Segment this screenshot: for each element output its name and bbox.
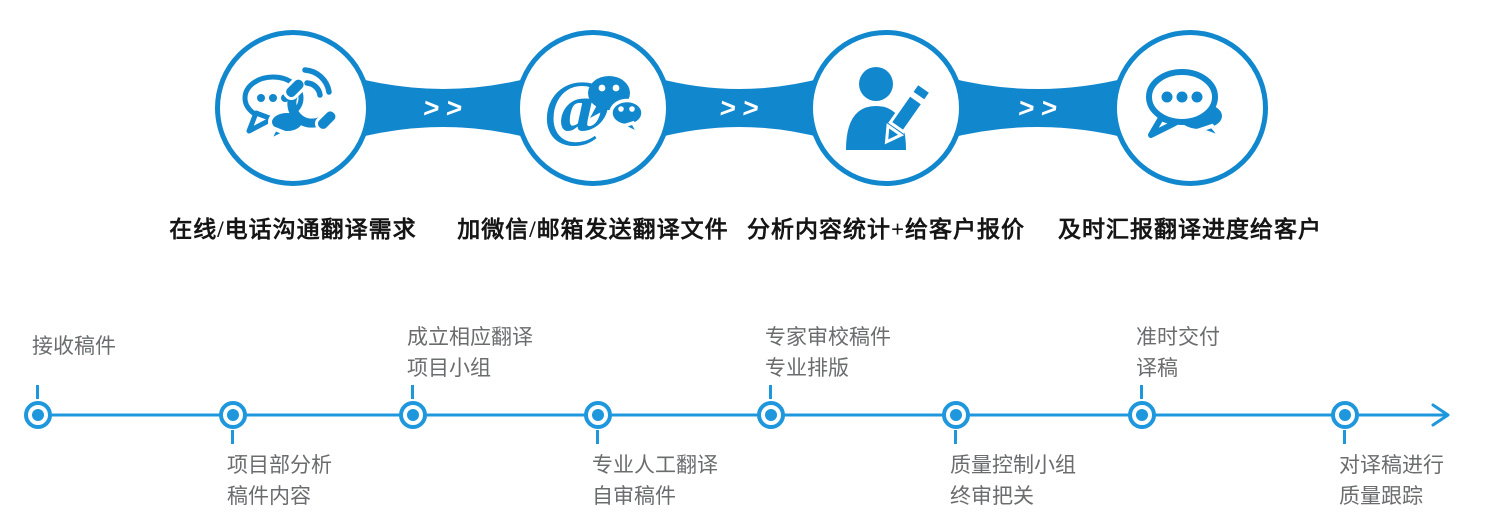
chevron-right-icon: >> [718,92,768,123]
timeline-node-2 [219,401,247,429]
timeline-node-6 [942,401,970,429]
flow-step-2-circle: @ [515,30,671,186]
timeline-tick [411,385,414,399]
timeline-label-line: 稿件内容 [227,485,311,508]
flow-step-4-label: 及时汇报翻译进度给客户 [1058,217,1322,242]
flow-step-2-label: 加微信/邮箱发送翻译文件 [457,217,729,242]
timeline-label-line: 质量控制小组 [950,454,1076,477]
timeline-tick [231,430,234,444]
timeline-label-line: 成立相应翻译 [407,326,533,349]
chevron-right-icon: >> [422,92,471,123]
timeline-tick [954,430,957,444]
node-dot [765,409,777,421]
timeline-label-line: 专业人工翻译 [592,454,718,477]
flow-step-1-label: 在线/电话沟通翻译需求 [169,217,417,242]
timeline-node-7 [1128,401,1156,429]
flow-step-1-circle [215,30,371,186]
connector-bone-shape [653,77,826,139]
timeline-label-7: 准时交付 译稿 [1136,322,1220,384]
timeline-node-4 [584,401,612,429]
connector-bone-shape [946,77,1130,139]
node-dot [227,409,239,421]
flow-connector-1: >> [353,77,533,139]
chat-bubbles-icon [1146,69,1229,143]
flow-connector-2: >> [653,77,826,139]
timeline-label-line: 项目部分析 [227,454,332,477]
timeline-label-6: 质量控制小组 终审把关 [950,450,1076,512]
flow-step-4-circle [1112,30,1268,186]
node-dot [32,409,44,421]
timeline-label-line: 项目小组 [407,357,491,380]
flow-connector-3: >> [946,77,1130,139]
node-dot [1136,409,1148,421]
flow-step-3-circle [808,30,964,186]
timeline-label-2: 项目部分析 稿件内容 [227,450,332,512]
timeline-label-line: 质量跟踪 [1339,485,1423,508]
timeline-label-line: 专业排版 [765,357,849,380]
timeline-tick [36,385,39,399]
timeline-label-line: 译稿 [1136,357,1178,380]
timeline-tick [1343,430,1346,444]
timeline-label-line: 准时交付 [1136,326,1220,349]
timeline-node-3 [399,401,427,429]
timeline-node-1 [24,401,52,429]
timeline-label-line: 接收稿件 [32,335,116,358]
timeline-tick [769,385,772,399]
timeline-node-8 [1331,401,1359,429]
timeline-label-line: 对译稿进行 [1339,454,1444,477]
timeline-label-4: 专业人工翻译 自审稿件 [592,450,718,512]
at-wechat-icon: @ [543,67,645,149]
node-dot [407,409,419,421]
timeline-label-line: 专家审校稿件 [765,326,891,349]
analyst-pencil-icon [846,67,933,150]
timeline-tick [596,430,599,444]
timeline-label-8: 对译稿进行 质量跟踪 [1339,450,1444,512]
node-dot [592,409,604,421]
node-dot [1339,409,1351,421]
timeline-label-5: 专家审校稿件 专业排版 [765,322,891,384]
timeline-label-3: 成立相应翻译 项目小组 [407,322,533,384]
connector-bone-shape [353,77,533,139]
timeline-label-line [32,362,116,384]
timeline-label-line: 自审稿件 [592,485,676,508]
timeline-label-line: 终审把关 [950,485,1034,508]
flow-step-3-label: 分析内容统计+给客户报价 [746,217,1026,242]
timeline-node-5 [757,401,785,429]
timeline-label-1: 接收稿件 [32,331,116,384]
chat-phone-icon [242,67,339,146]
timeline-axis-arrow [38,403,1450,427]
timeline-tick [1140,385,1143,399]
node-dot [950,409,962,421]
chevron-right-icon: >> [1017,92,1066,123]
